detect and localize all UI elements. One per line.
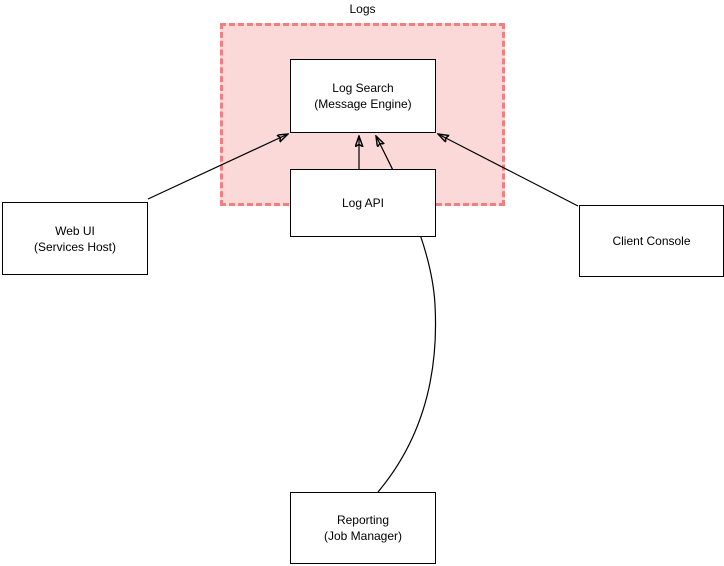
node-log-api-label: Log API — [341, 196, 385, 210]
node-log-search-label: Log Search (Message Engine) — [314, 81, 412, 111]
node-client-console[interactable]: Client Console — [579, 205, 724, 277]
node-reporting-label: Reporting (Job Manager) — [323, 513, 403, 543]
logs-group-label: Logs — [349, 2, 376, 16]
node-log-search[interactable]: Log Search (Message Engine) — [290, 59, 436, 133]
node-web-ui-label: Web UI (Services Host) — [33, 223, 116, 254]
node-client-console-label: Client Console — [612, 234, 691, 248]
node-reporting[interactable]: Reporting (Job Manager) — [290, 492, 436, 564]
node-web-ui[interactable]: Web UI (Services Host) — [2, 202, 148, 275]
node-log-api[interactable]: Log API — [290, 169, 436, 237]
